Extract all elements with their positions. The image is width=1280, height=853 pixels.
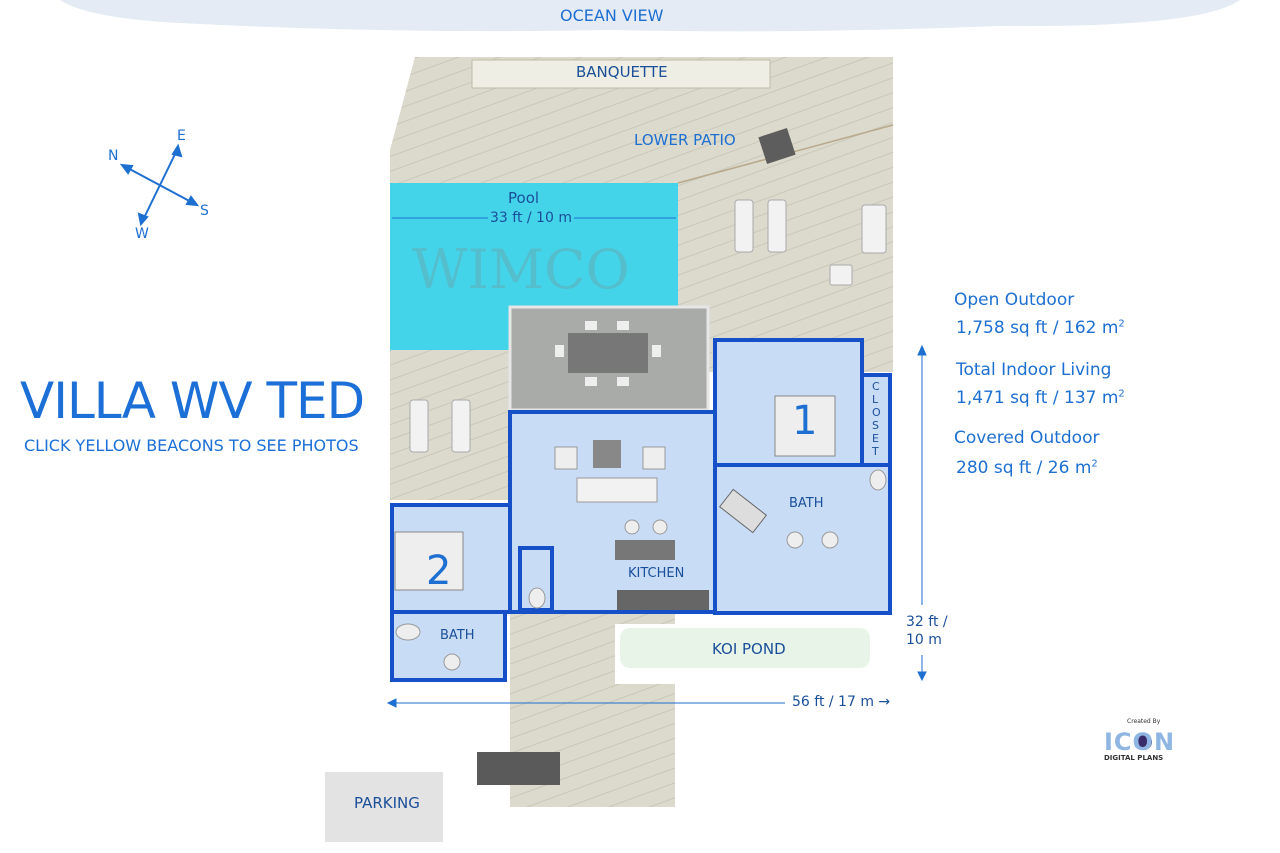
compass-n: N	[108, 148, 119, 164]
ocean-band	[60, 0, 1240, 32]
wimco-watermark: WIMCO	[412, 238, 630, 301]
page-title: VILLA WV TED	[20, 372, 365, 430]
ocean-view-label: OCEAN VIEW	[560, 6, 664, 25]
compass-e: E	[177, 128, 186, 144]
bedroom-2-number[interactable]: 2	[426, 548, 452, 594]
depth-dimension-ft: 32 ft /	[906, 614, 948, 630]
icon-logo-lens	[1136, 734, 1152, 750]
created-by-label: Created By	[1127, 718, 1161, 725]
patio-stairs	[758, 128, 796, 164]
closet-label: CLOSET	[872, 380, 881, 458]
compass-icon	[119, 143, 200, 227]
stat-covered-label: Covered Outdoor	[954, 428, 1100, 448]
compass-w: W	[135, 226, 149, 242]
icon-logo-text: ICON	[1104, 728, 1176, 756]
stat-open-outdoor-label: Open Outdoor	[954, 290, 1075, 310]
bath-2-label: BATH	[440, 628, 475, 643]
koi-pond-label: KOI POND	[712, 640, 786, 658]
banquette-label: BANQUETTE	[576, 63, 668, 81]
compass-s: S	[200, 203, 209, 219]
parking-area	[325, 772, 443, 842]
loungers	[409, 199, 887, 453]
kitchen-label: KITCHEN	[628, 566, 685, 581]
living-furniture	[394, 395, 887, 671]
stat-indoor-value: 1,471 sq ft / 137 m2	[956, 388, 1125, 408]
dining-table	[555, 321, 661, 386]
pool-size-label: 33 ft / 10 m	[488, 210, 574, 226]
parking-label: PARKING	[354, 794, 420, 812]
stat-open-outdoor-value: 1,758 sq ft / 162 m2	[956, 318, 1125, 338]
photo-instructions: CLICK YELLOW BEACONS TO SEE PHOTOS	[24, 436, 359, 455]
master-bath-label: BATH	[789, 496, 824, 511]
bedroom-1-number[interactable]: 1	[792, 398, 818, 444]
stat-covered-value: 280 sq ft / 26 m2	[956, 458, 1098, 478]
lower-patio-label: LOWER PATIO	[634, 131, 736, 149]
banquette	[471, 59, 771, 89]
entry-stairs	[477, 752, 560, 785]
pool-label: Pool	[508, 189, 540, 207]
icon-logo-subtext: DIGITAL PLANS	[1104, 754, 1164, 762]
stat-indoor-label: Total Indoor Living	[956, 360, 1112, 380]
dimension-lines	[386, 344, 927, 708]
depth-dimension-m: 10 m	[906, 632, 942, 648]
width-dimension: 56 ft / 17 m →	[792, 694, 891, 710]
